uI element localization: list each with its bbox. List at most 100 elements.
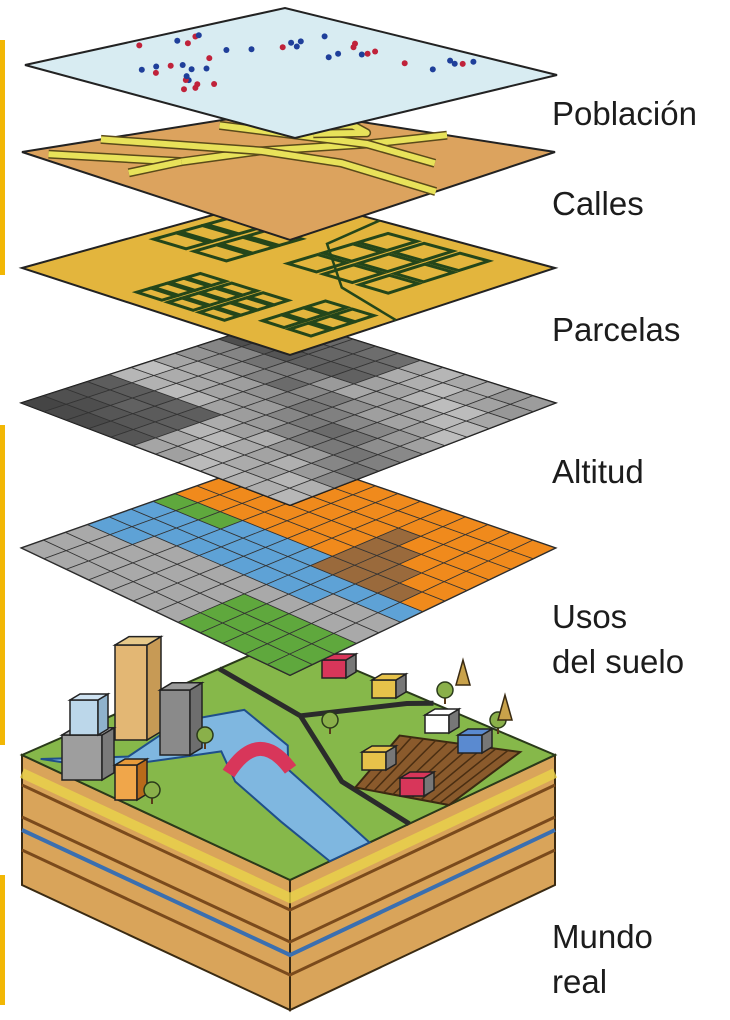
population-dot [136,42,143,49]
tree [196,726,214,744]
parcel [328,307,379,324]
tower-building-roof [112,635,164,646]
house-roof [422,708,462,716]
population-dot [293,43,300,50]
parcel [215,235,281,255]
parcel [181,271,231,287]
population-dot [188,66,195,73]
label-calles: Calles [552,185,644,222]
gray-building-roof [157,682,205,691]
sand-layer [19,768,558,904]
furrow [429,748,497,803]
house [371,679,397,699]
population-dot [325,54,332,61]
population-dot [372,48,379,55]
house [399,777,425,797]
population-dot [335,50,342,57]
label-altitud: Altitud [552,453,644,490]
street [128,158,183,176]
altitud-layer [18,316,559,507]
land-use-cell [509,539,557,560]
orange-house [114,764,138,801]
label-usos: Usos [552,598,628,635]
label-parcelas: Parcelas [552,311,681,348]
house-roof [359,745,399,753]
road [217,666,411,826]
gray-building [159,689,191,756]
parcelas-base [18,193,559,357]
parcel [354,273,424,295]
house-roof [397,771,437,779]
parcel [279,306,330,323]
label-real: real [552,963,608,1000]
usos-del-suelo-layer [19,453,558,677]
poblacion-base [24,6,558,140]
parcel [284,321,335,338]
parcel [353,252,423,274]
parcel [257,313,308,330]
population-dot [153,63,160,70]
glass-building [69,699,99,736]
parcel [352,231,423,253]
mundo-real-block [19,635,558,1012]
boundary-line [325,219,397,322]
glass-building-roof [67,693,111,701]
parcelas-layer [18,193,559,357]
house [321,659,347,679]
parcel [317,242,387,263]
gray-building-side [189,681,203,757]
population-dot [195,32,202,39]
parcel [306,314,357,331]
soil-stratum [21,848,556,977]
population-dot [358,51,365,58]
furrow [373,738,425,792]
furrow [382,739,437,794]
gray-building-2 [61,734,103,781]
population-dot [451,60,458,67]
label-del-suelo: del suelo [552,643,685,680]
tower-building [114,644,148,741]
population-dot [248,46,255,53]
tower-building-side [146,635,162,742]
population-dot [179,62,186,68]
parcel [388,241,459,263]
street [100,136,437,195]
population-dot [138,66,145,73]
population-dot [211,81,218,87]
tree [436,681,454,699]
population-dot [192,84,199,91]
groundwater-line [21,828,556,958]
tree [321,711,339,729]
population-dot [181,86,187,93]
population-dot [152,69,159,76]
parcel [188,243,255,263]
population-dot [447,57,454,64]
parcel [318,263,388,285]
conifer [497,692,513,721]
orange-house-roof [112,758,150,766]
house [361,751,387,771]
population-dot [321,33,328,40]
population-dot [364,50,371,57]
bridge [222,741,297,778]
population-dot [174,37,181,44]
label-mundo: Mundo [552,918,653,955]
house-roof [455,728,495,736]
label-poblacion: Población [552,95,697,132]
population-dot [401,60,408,67]
soil-stratum [21,783,556,912]
population-dot [167,62,174,69]
population-dot [279,44,286,51]
population-dot [206,55,213,62]
gray-building-2-side [101,726,115,782]
house-roof [369,673,409,681]
tree [143,781,161,799]
population-dot [288,39,295,46]
population-dot [470,58,477,65]
soil-stratum [21,815,556,944]
house [457,734,483,754]
road [300,700,434,719]
population-dot [297,38,304,45]
